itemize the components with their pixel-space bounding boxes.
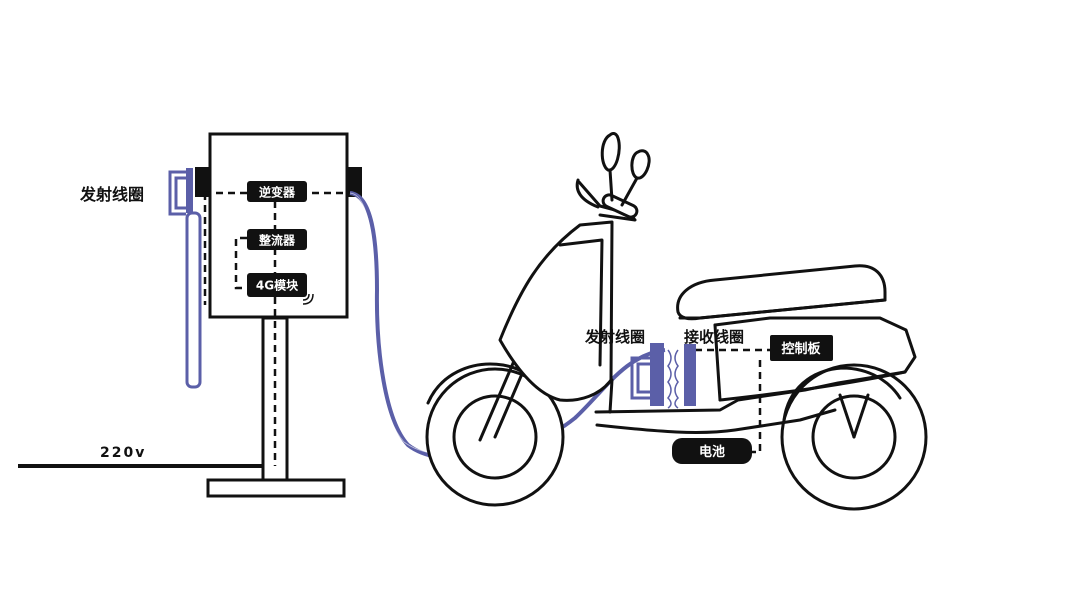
bike-transmit-coil	[630, 343, 664, 406]
charging-station: 逆变器 整流器 4G模块 发射线圈 220v	[18, 132, 362, 498]
module-4g-box	[247, 273, 307, 297]
rectifier-label: 整流器	[258, 233, 296, 248]
electric-scooter	[425, 131, 928, 511]
mirror-right	[630, 149, 651, 180]
receive-coil-label: 接收线圈	[684, 328, 744, 346]
signal-icon	[302, 293, 314, 305]
bike-transmit-coil-label: 发射线圈	[584, 328, 645, 346]
control-board-label: 控制板	[781, 341, 821, 357]
left-clamp	[195, 167, 210, 197]
station-base	[206, 478, 346, 498]
control-board-box	[770, 335, 833, 361]
module-4g-label: 4G模块	[256, 278, 299, 293]
mains-cable	[18, 310, 277, 468]
bike-receive-coil	[684, 344, 696, 406]
right-clamp	[347, 167, 362, 197]
scooter-internal-wiring	[695, 348, 770, 454]
wireless-field-icon	[667, 349, 679, 409]
battery-box	[672, 438, 752, 464]
front-shield	[498, 220, 614, 402]
station-transmit-coil	[168, 168, 202, 389]
mirror-left	[600, 131, 621, 172]
rectifier-box	[247, 229, 307, 250]
inverter-label: 逆变器	[259, 185, 296, 200]
voltage-label: 220v	[100, 445, 146, 461]
inverter-box	[247, 181, 307, 202]
station-transmit-coil-label: 发射线圈	[79, 185, 144, 204]
battery-label: 电池	[699, 444, 725, 460]
